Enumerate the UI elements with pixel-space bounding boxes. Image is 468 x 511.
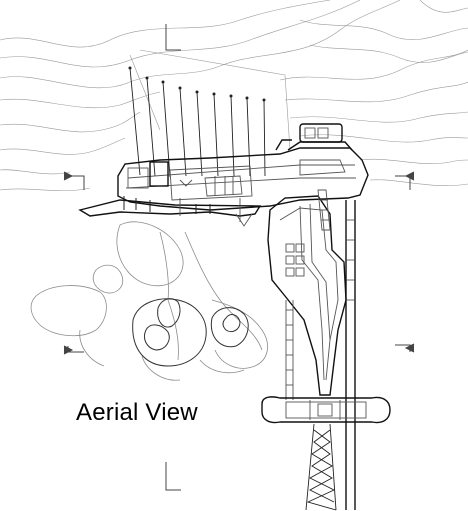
cable-stays <box>129 67 266 178</box>
lower-platform <box>261 396 391 424</box>
pier-supports <box>123 196 211 214</box>
terrain-contours <box>0 0 468 192</box>
ramp-structure <box>267 189 347 396</box>
main-building <box>78 123 369 227</box>
section-markers <box>63 24 415 491</box>
aerial-view-caption: Aerial View <box>76 399 198 426</box>
rock-outcrops <box>30 221 269 381</box>
lattice-mast <box>305 423 337 511</box>
cable-anchor-dots <box>128 66 266 102</box>
vertical-deck <box>285 200 356 510</box>
